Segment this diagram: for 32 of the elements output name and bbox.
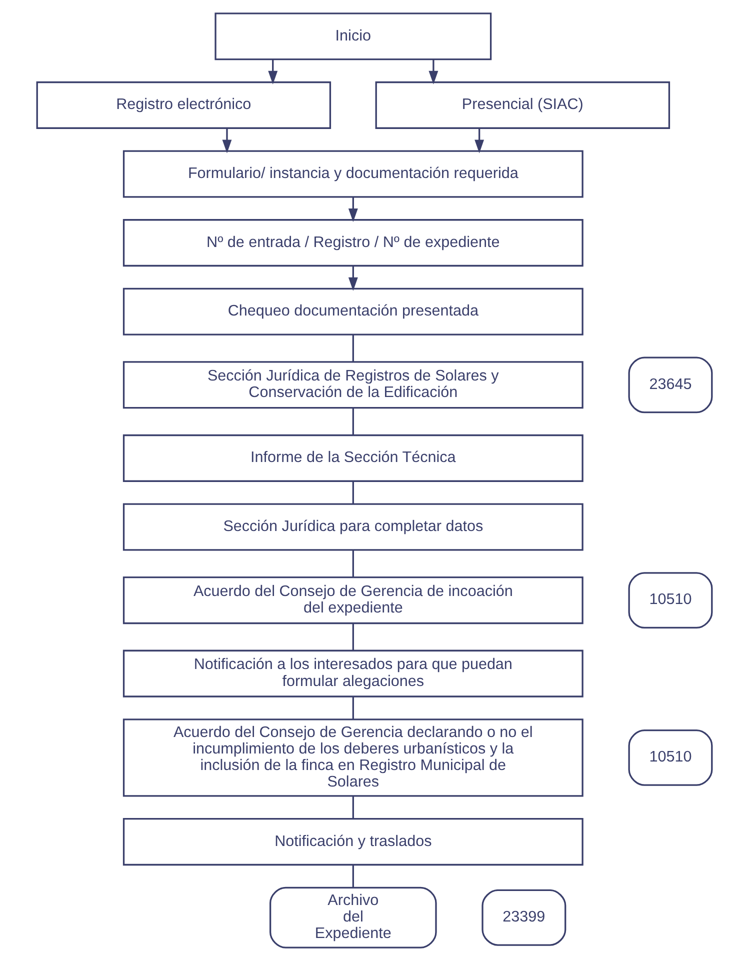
connector [352, 696, 354, 720]
node-box: 23399 [482, 889, 566, 946]
node-box: Inicio [214, 12, 492, 60]
connector [352, 796, 354, 819]
node-box: Sección Jurídica de Registros de Solares y Conservación de la Edificación [122, 361, 584, 409]
node-box: Formulario/ instancia y documentación requerida [122, 150, 584, 198]
node-box: Registro electrónico [36, 81, 332, 129]
node-box: Notificación a los interesados para que puedan formular alegaciones [122, 650, 584, 698]
node-box: 10510 [628, 572, 713, 629]
node-box: Sección Jurídica para completar datos [122, 503, 584, 551]
node-box: Archivo del Expediente [269, 886, 437, 948]
connector [352, 550, 354, 577]
arrow [348, 266, 358, 291]
connector [352, 408, 354, 435]
node-box: Notificación y traslados [122, 818, 584, 866]
arrow [222, 128, 232, 154]
arrow [428, 60, 438, 84]
arrow [474, 128, 484, 154]
connector [352, 623, 354, 650]
node-box: Informe de la Sección Técnica [122, 434, 584, 482]
connector [352, 482, 354, 504]
node-box: 23645 [628, 356, 713, 414]
connector [352, 334, 354, 362]
connector [352, 864, 354, 888]
node-box: 10510 [628, 729, 713, 786]
node-box: Acuerdo del Consejo de Gerencia de incoación del expediente [122, 576, 584, 624]
node-box: Acuerdo del Consejo de Gerencia declarando o no el incumplimiento de los deberes urbanísticos y la inclusión de la finca en Registro Municipal de Solares [122, 718, 584, 797]
node-box: Nº de entrada / Registro / Nº de expediente [122, 219, 584, 267]
node-box: Presencial (SIAC) [375, 81, 670, 129]
arrow [268, 60, 278, 84]
arrow [348, 197, 358, 222]
node-box: Chequeo documentación presentada [122, 288, 584, 336]
